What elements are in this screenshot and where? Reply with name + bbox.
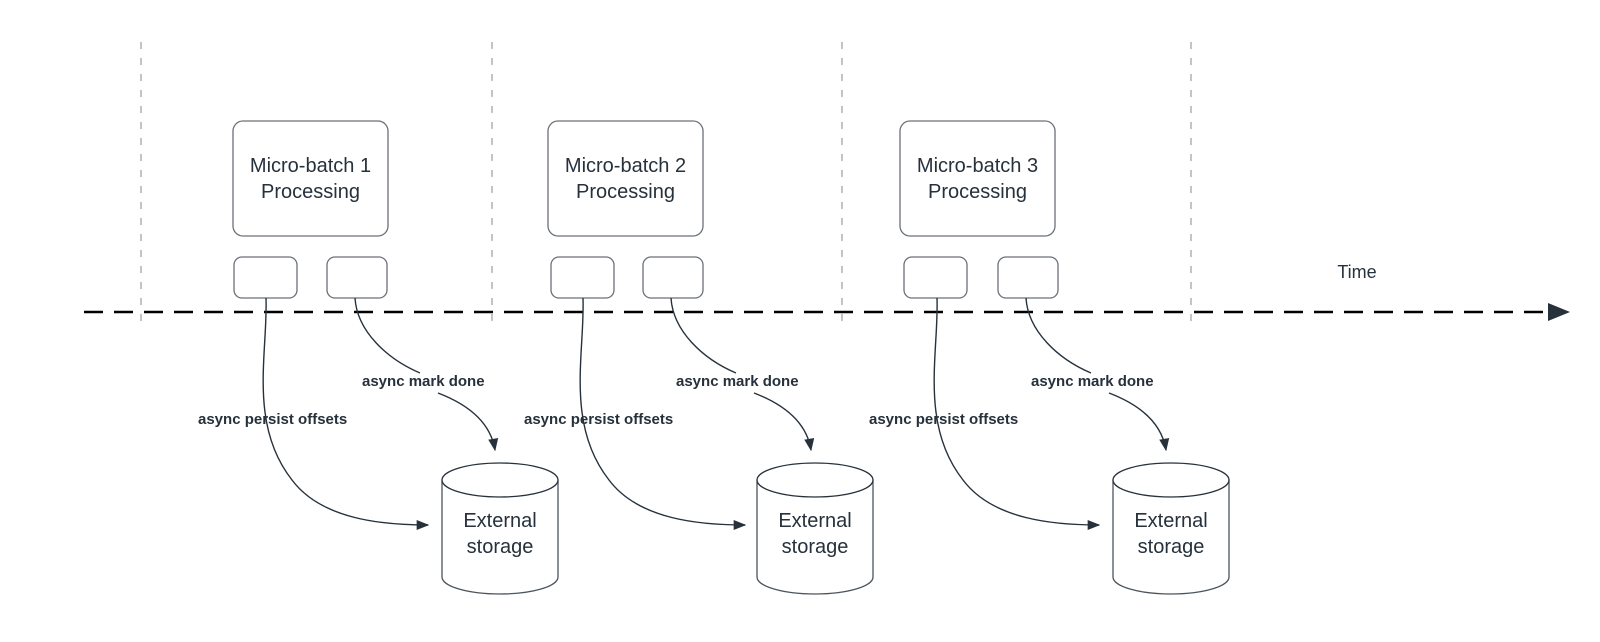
group-2: Micro-batch 2 Processing async persist o… bbox=[524, 120, 874, 595]
micro-batch-3-label-line1: Micro-batch 3 bbox=[917, 155, 1038, 177]
group-3: Micro-batch 3 Processing async persist o… bbox=[869, 120, 1230, 595]
group-3-task-box-right[interactable] bbox=[997, 256, 1059, 299]
group-2-persist-offsets-connector bbox=[579, 297, 747, 531]
group-1: Micro-batch 1 Processing async persist o… bbox=[198, 120, 559, 595]
group-1-task-box-right[interactable] bbox=[326, 256, 388, 299]
group-2-persist-offsets-label: async persist offsets bbox=[524, 411, 673, 428]
group-1-storage-label-line1: External bbox=[463, 510, 536, 532]
group-1-external-storage[interactable]: External storage bbox=[441, 462, 559, 595]
time-axis: Time bbox=[84, 262, 1570, 321]
time-axis-label: Time bbox=[1337, 262, 1376, 282]
group-2-storage-label-line1: External bbox=[778, 510, 851, 532]
group-2-external-storage[interactable]: External storage bbox=[756, 462, 874, 595]
micro-batch-3-box[interactable] bbox=[899, 120, 1056, 237]
group-2-task-box-right[interactable] bbox=[642, 256, 704, 299]
micro-batch-2-label-line1: Micro-batch 2 bbox=[565, 155, 686, 177]
group-3-persist-offsets-label: async persist offsets bbox=[869, 411, 1018, 428]
micro-batch-2-label-line2: Processing bbox=[576, 181, 675, 203]
group-2-mark-done-connector-a bbox=[670, 297, 737, 374]
group-1-storage-label-line2: storage bbox=[467, 536, 534, 558]
group-3-mark-done-connector-a bbox=[1025, 297, 1092, 374]
group-2-mark-done-connector-b bbox=[753, 392, 815, 452]
micro-batch-1-box[interactable] bbox=[232, 120, 389, 237]
group-2-storage-label-line2: storage bbox=[782, 536, 849, 558]
group-1-mark-done-connector-b bbox=[437, 392, 499, 452]
group-3-task-box-left[interactable] bbox=[903, 256, 968, 299]
group-2-task-box-left[interactable] bbox=[550, 256, 615, 299]
group-1-mark-done-connector-a bbox=[354, 297, 421, 374]
group-3-persist-offsets-connector bbox=[933, 297, 1101, 531]
group-3-storage-label-line2: storage bbox=[1138, 536, 1205, 558]
group-1-persist-offsets-connector bbox=[262, 297, 430, 531]
micro-batch-2-box[interactable] bbox=[547, 120, 704, 237]
group-3-mark-done-connector-b bbox=[1108, 392, 1170, 452]
group-1-persist-offsets-label: async persist offsets bbox=[198, 411, 347, 428]
micro-batch-1-label-line2: Processing bbox=[261, 181, 360, 203]
group-3-mark-done-label: async mark done bbox=[1031, 373, 1154, 390]
group-3-external-storage[interactable]: External storage bbox=[1112, 462, 1230, 595]
micro-batch-1-label-line1: Micro-batch 1 bbox=[250, 155, 371, 177]
group-3-storage-label-line1: External bbox=[1134, 510, 1207, 532]
group-1-task-box-left[interactable] bbox=[233, 256, 298, 299]
group-1-mark-done-label: async mark done bbox=[362, 373, 485, 390]
micro-batch-3-label-line2: Processing bbox=[928, 181, 1027, 203]
group-2-mark-done-label: async mark done bbox=[676, 373, 799, 390]
time-axis-arrowhead bbox=[1548, 303, 1570, 321]
